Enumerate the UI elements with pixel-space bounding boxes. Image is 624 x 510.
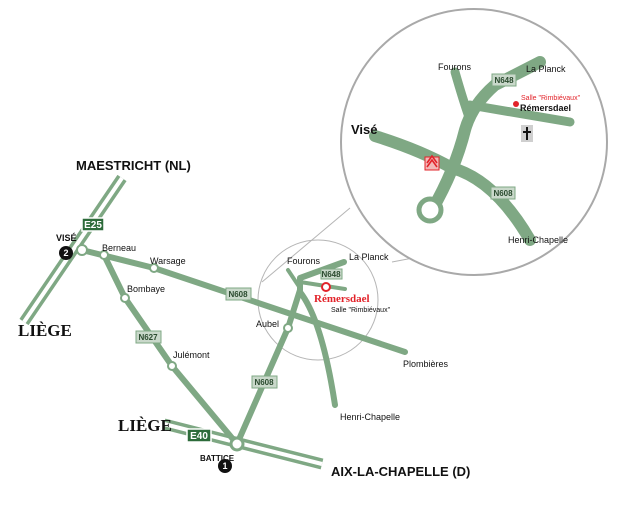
node-vise — [76, 244, 88, 256]
svg-text:N627: N627 — [138, 333, 158, 342]
inset-cross-icon — [521, 125, 533, 142]
inset-large-circle — [340, 8, 608, 276]
shield-e40: E40 — [186, 428, 212, 443]
label-battice: BATTICE — [200, 454, 235, 463]
label-berneau: Berneau — [102, 243, 136, 253]
shield-e25: E25 — [81, 217, 105, 232]
exit-badge-battice: 1 — [218, 459, 232, 473]
label-maestricht: MAESTRICHT (NL) — [76, 158, 191, 173]
node-bombaye — [120, 293, 130, 303]
svg-text:N648: N648 — [494, 76, 514, 85]
inset-roundabout — [416, 196, 444, 224]
road-fourons — [286, 268, 302, 290]
inset-label-henri-chapelle: Henri-Chapelle — [508, 235, 568, 245]
svg-text:1: 1 — [222, 461, 227, 471]
label-warsage: Warsage — [150, 256, 186, 266]
node-berneau — [99, 250, 109, 260]
svg-text:N648: N648 — [321, 270, 341, 279]
inset-shield-n648: N648 — [491, 73, 517, 87]
inset-label-la-planck: La Planck — [526, 64, 566, 74]
shield-n608-middle: N608 — [225, 287, 252, 301]
label-venue: Salle "Rimbiévaux" — [331, 307, 391, 314]
label-aubel: Aubel — [256, 319, 279, 329]
svg-text:N608: N608 — [228, 290, 248, 299]
inset-shield-n608: N608 — [490, 186, 516, 200]
label-fourons: Fourons — [287, 256, 321, 266]
shield-n608-south: N608 — [251, 375, 278, 389]
exit-badge-vise: 2 — [59, 246, 73, 260]
inset-label-vise: Visé — [351, 122, 378, 137]
label-remersdael: Rémersdael — [314, 293, 370, 305]
label-julemont: Julémont — [173, 350, 210, 360]
label-liege-west: LIÈGE — [18, 321, 72, 340]
label-henri-chapelle: Henri-Chapelle — [340, 412, 400, 422]
shield-n627: N627 — [135, 330, 162, 344]
label-vise: VISÉ — [56, 233, 77, 243]
destination-marker-icon — [321, 282, 331, 292]
inset-label-remersdael: Rémersdael — [520, 103, 571, 113]
inset-magnifier: N648 N608 Fourons La Planck Salle "Rimbi… — [257, 8, 608, 361]
svg-text:N608: N608 — [493, 189, 513, 198]
inset-road-remersdael — [465, 100, 575, 127]
inset-label-venue: Salle "Rimbiévaux" — [521, 95, 581, 102]
label-bombaye: Bombaye — [127, 284, 165, 294]
inset-destination-marker — [513, 101, 519, 107]
inset-road-vise — [369, 130, 458, 174]
svg-text:2: 2 — [63, 248, 68, 258]
node-aubel — [283, 323, 293, 333]
inset-label-fourons: Fourons — [438, 62, 472, 72]
label-liege-south: LIÈGE — [118, 416, 172, 435]
node-warsage — [149, 263, 159, 273]
label-plombieres: Plombières — [403, 359, 449, 369]
inset-road-fourons — [450, 67, 475, 125]
inset-road-main — [426, 56, 546, 216]
shield-n648: N648 — [320, 268, 343, 280]
node-julemont — [167, 361, 177, 371]
inset-warning-sign-icon — [424, 154, 440, 171]
svg-text:N608: N608 — [254, 378, 274, 387]
label-aix-la-chapelle: AIX-LA-CHAPELLE (D) — [331, 464, 470, 479]
svg-text:E40: E40 — [190, 431, 208, 442]
road-henri-chapelle — [297, 289, 338, 408]
label-la-planck: La Planck — [349, 252, 389, 262]
node-battice — [229, 436, 245, 452]
svg-text:E25: E25 — [84, 220, 102, 231]
